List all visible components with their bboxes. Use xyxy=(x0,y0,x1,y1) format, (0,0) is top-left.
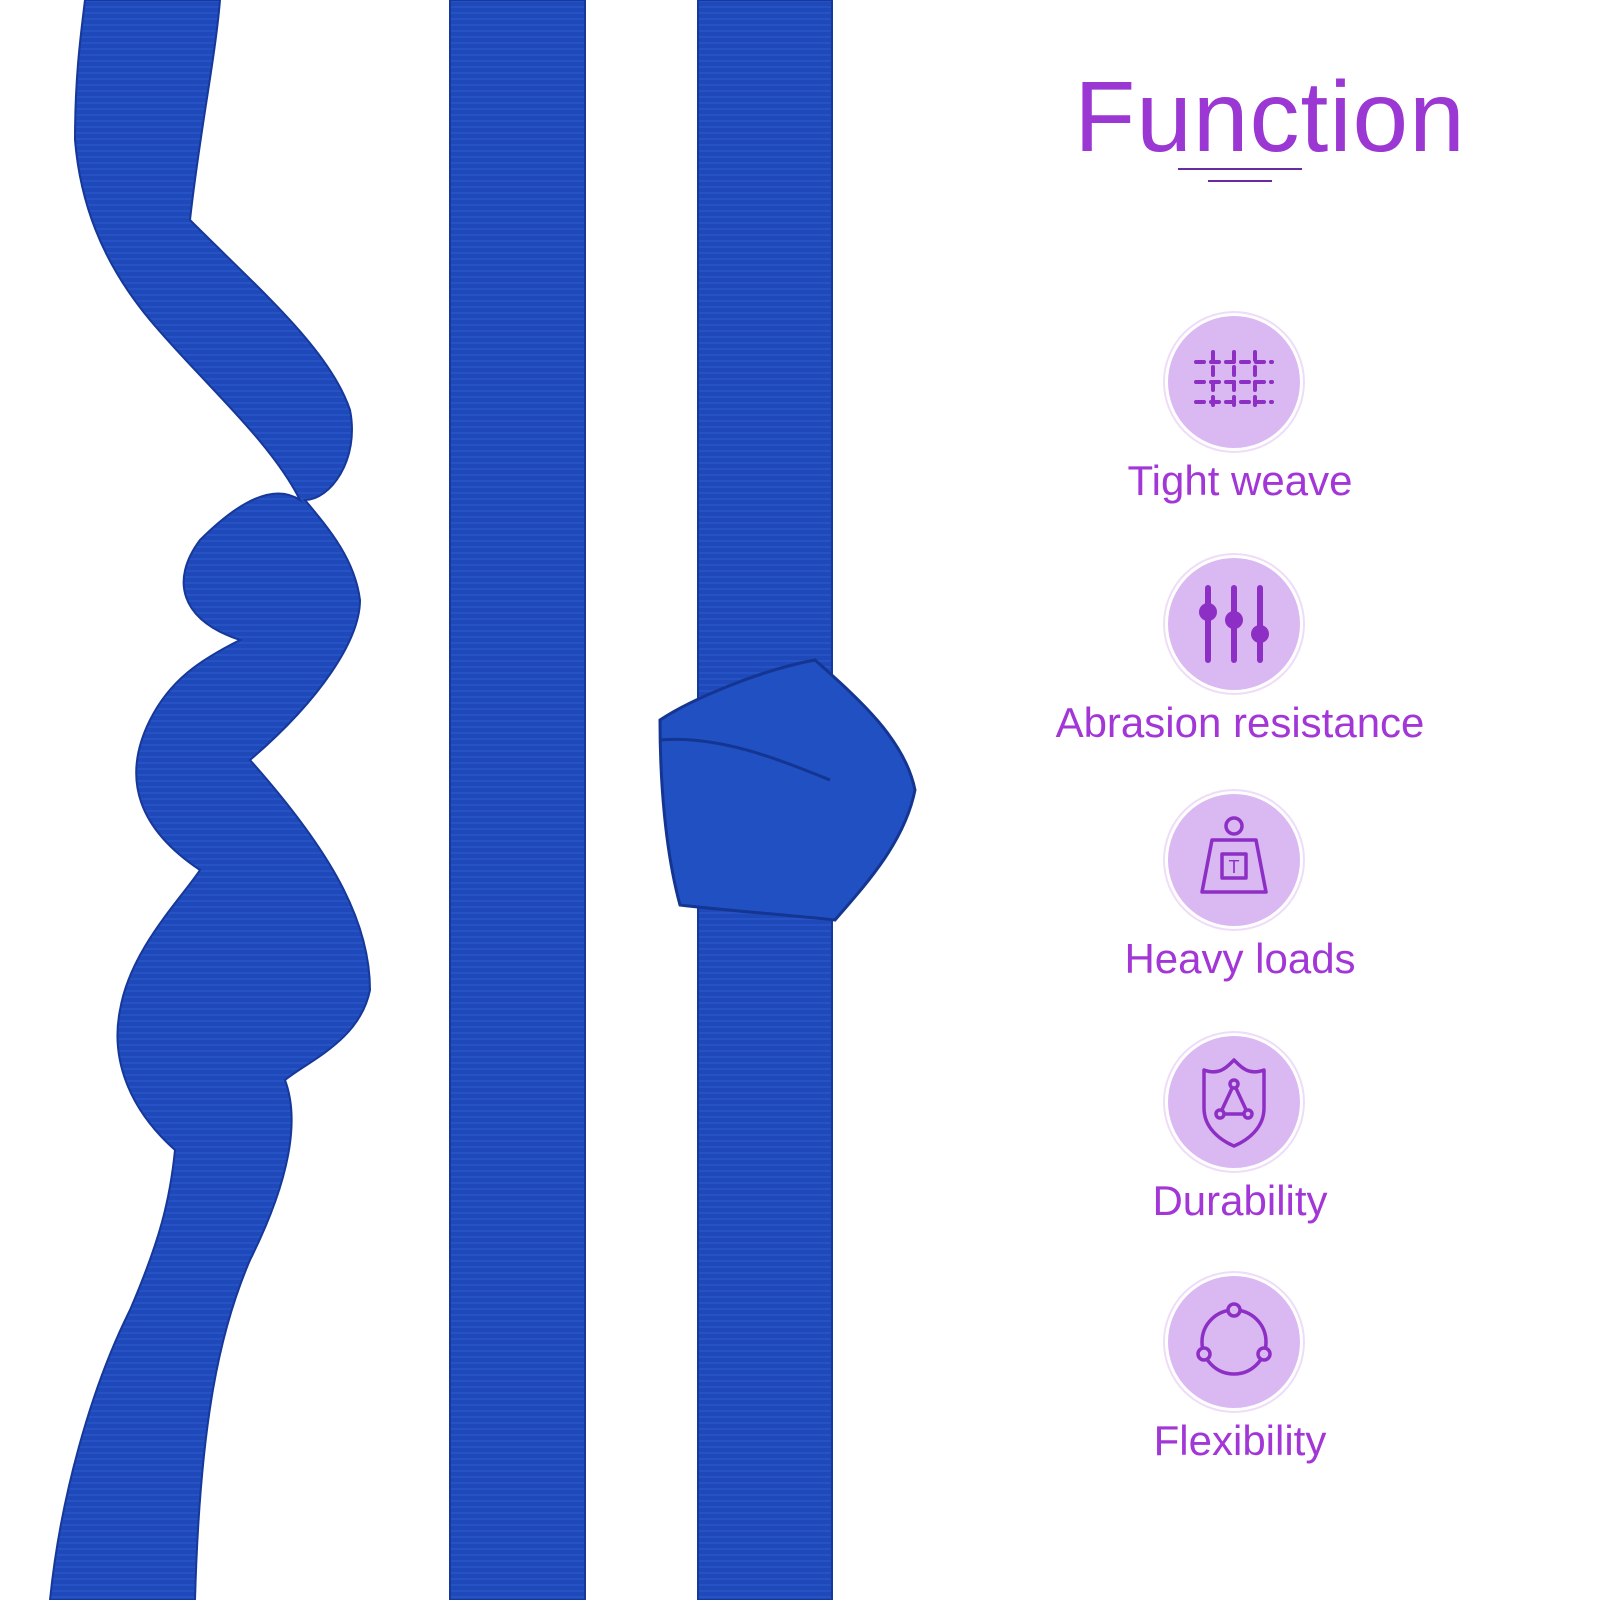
weight-t-icon: T xyxy=(1168,794,1300,926)
shield-triangle-icon xyxy=(1168,1036,1300,1168)
feature-label: Durability xyxy=(1152,1177,1328,1224)
sliders-icon xyxy=(1168,558,1300,690)
feature-label: Abrasion resistance xyxy=(1055,699,1425,746)
feature-label: Tight weave xyxy=(1127,457,1353,504)
function-panel: Function Tight weave xyxy=(1000,0,1540,1600)
page-title: Function xyxy=(1074,61,1466,173)
weave-grid-icon xyxy=(1168,316,1300,448)
feature-heavy-loads: T Heavy loads xyxy=(1000,794,1540,1014)
feature-durability: Durability xyxy=(1000,1036,1540,1256)
feature-tight-weave: Tight weave xyxy=(1000,316,1540,536)
title-underline xyxy=(1178,168,1302,170)
circle-nodes-icon xyxy=(1168,1276,1300,1408)
feature-label: Heavy loads xyxy=(1124,935,1356,982)
strap-knot xyxy=(658,658,917,922)
title-underline-short xyxy=(1208,180,1272,182)
wavy-strap xyxy=(48,0,372,1600)
feature-label: Flexibility xyxy=(1153,1417,1327,1464)
svg-text:T: T xyxy=(1229,857,1240,877)
straight-strap xyxy=(449,0,586,1600)
webbing-strap-photo xyxy=(48,0,917,1600)
feature-flexibility: Flexibility xyxy=(1000,1276,1540,1496)
feature-abrasion-resistance: Abrasion resistance xyxy=(1000,558,1540,778)
